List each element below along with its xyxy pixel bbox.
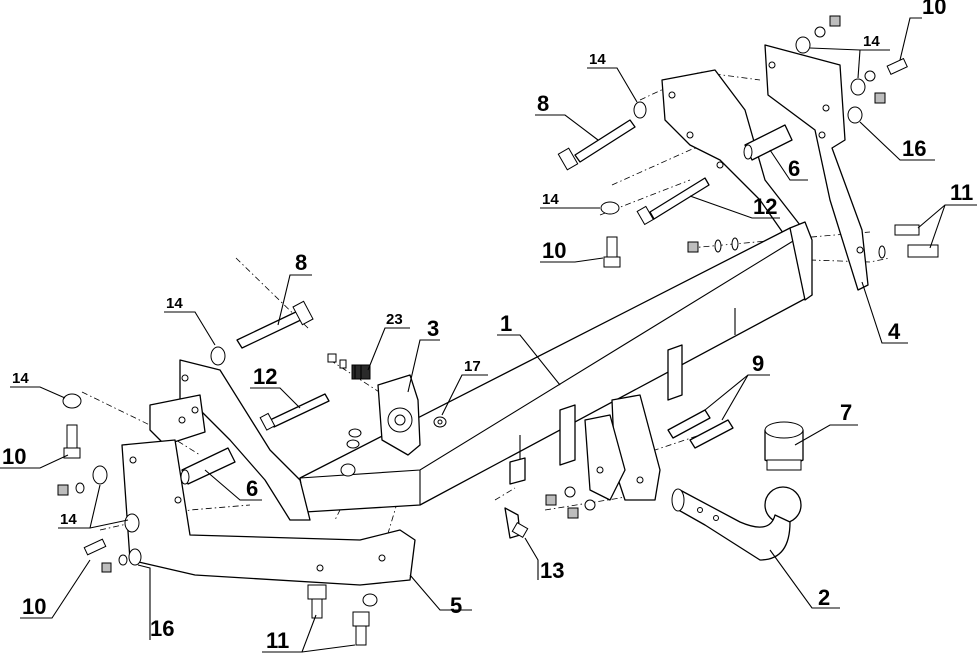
part-11-bolts xyxy=(307,224,939,646)
callout-leaders xyxy=(0,17,977,653)
callout-14-right-top: 14 xyxy=(863,33,880,50)
part-16-washers xyxy=(128,106,863,566)
callout-7: 7 xyxy=(840,400,852,425)
callout-4: 4 xyxy=(888,319,901,344)
part-3-socket-plate xyxy=(377,374,421,456)
part-10-bolts xyxy=(63,57,908,556)
part-4-right-bracket xyxy=(764,44,869,291)
part-6-left-bracket xyxy=(149,359,311,521)
callout-13: 13 xyxy=(540,558,564,583)
part-1-crossbar xyxy=(299,221,813,513)
callout-6-right: 6 xyxy=(788,156,800,181)
callout-10-left-lower: 10 xyxy=(22,594,46,619)
callout-16-left: 16 xyxy=(150,616,174,641)
callout-9: 9 xyxy=(752,351,764,376)
callout-10-right-top: 10 xyxy=(922,0,946,19)
callout-1: 1 xyxy=(500,311,512,336)
callout-3: 3 xyxy=(427,316,439,341)
callout-8-right: 8 xyxy=(537,91,549,116)
part-2-tow-ball xyxy=(671,486,802,561)
part-23-spring xyxy=(327,353,371,477)
part-6-right-spacer xyxy=(743,124,793,161)
part-5-lower-bracket xyxy=(121,439,416,586)
part-12-left-bolt xyxy=(259,393,330,431)
callout-5: 5 xyxy=(450,593,462,618)
callout-17: 17 xyxy=(464,358,481,375)
part-6-left-spacer xyxy=(180,447,236,485)
callout-10-left-upper: 10 xyxy=(2,444,26,469)
callout-12-right: 12 xyxy=(753,194,777,219)
callout-6-left: 6 xyxy=(246,476,258,501)
callout-14-left-lower: 14 xyxy=(60,511,77,528)
part-7-ball-cover xyxy=(764,421,804,471)
part-9-bolts xyxy=(667,409,734,449)
part-12-right-bolt xyxy=(636,177,710,226)
nuts xyxy=(57,15,886,573)
mounting-plates xyxy=(509,344,683,501)
part-13-bolt xyxy=(504,507,529,539)
callout-14-right-mid: 14 xyxy=(542,191,559,208)
part-17-washer xyxy=(433,416,447,428)
callout-14-right-bolt: 14 xyxy=(589,51,606,68)
callout-11-left: 11 xyxy=(266,628,289,653)
part-6-right-bracket xyxy=(661,69,801,251)
callout-10-right-mid: 10 xyxy=(542,238,566,263)
part-14-washers xyxy=(62,36,866,533)
part-8-right-bolt xyxy=(557,119,636,171)
callout-8-left: 8 xyxy=(295,250,307,275)
callout-12-left: 12 xyxy=(253,364,277,389)
callout-11-right: 11 xyxy=(950,180,973,205)
callout-14-left-upper: 14 xyxy=(12,370,29,387)
callout-2: 2 xyxy=(818,585,830,610)
callout-16-right: 16 xyxy=(902,136,926,161)
callout-23: 23 xyxy=(386,311,403,328)
part-8-left-bolt xyxy=(236,300,314,349)
callout-14-left-bolt: 14 xyxy=(166,295,183,312)
